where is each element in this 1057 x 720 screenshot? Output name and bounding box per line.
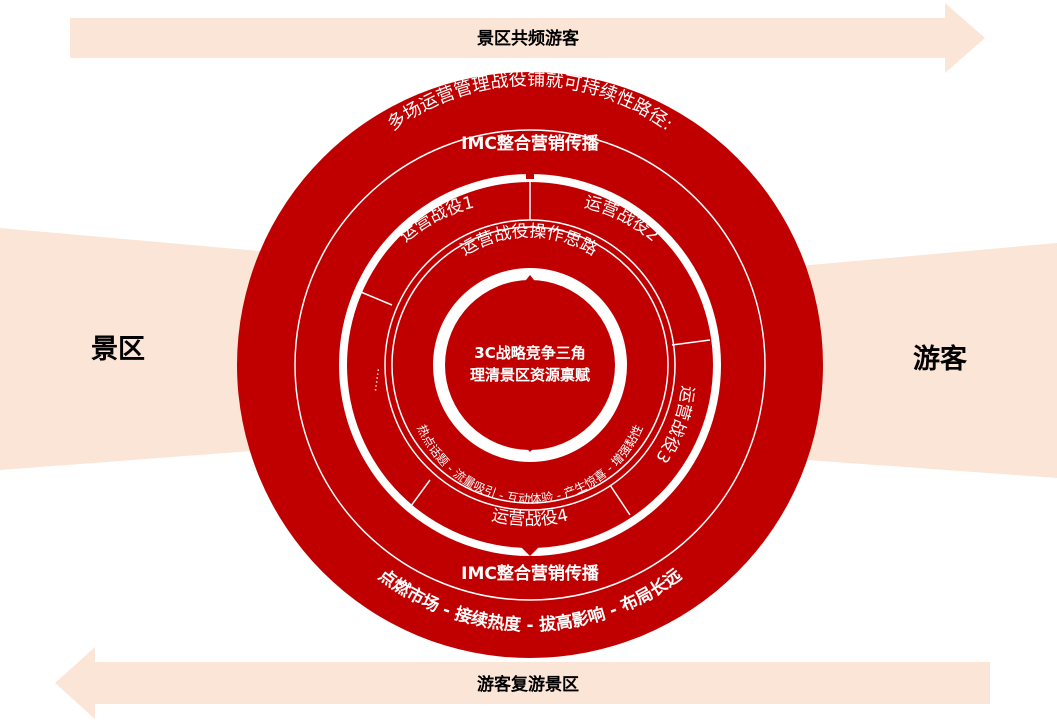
bottom-arrow-shape: [55, 647, 990, 719]
core-line-2: 理清景区资源禀赋: [470, 366, 590, 384]
arrow-down-outer-icon: [517, 536, 543, 556]
arrow-up-outer-icon: [520, 160, 540, 179]
core-disc: [445, 280, 615, 450]
outer-thin-white-line: [294, 129, 766, 601]
left-side-label: 景区: [91, 334, 145, 365]
bottom-arrow-label: 游客复游景区: [477, 674, 579, 695]
top-arrow: 景区共频游客: [70, 3, 985, 73]
battle-ellipsis: ……: [365, 367, 382, 393]
core-line-1: 3C战略竞争三角: [474, 344, 585, 362]
arrow-up-inner-icon: [522, 275, 538, 290]
battle-ring-separators: [355, 182, 711, 516]
arrow-down-inner-icon: [519, 433, 541, 452]
outer-top-imc-label: IMC整合营销传播: [461, 133, 600, 154]
inner-ring-edge: [391, 226, 669, 504]
top-arrow-shape: [70, 3, 985, 73]
top-arrow-label: 景区共频游客: [477, 28, 580, 49]
outer-bottom-imc-label: IMC整合营销传播: [461, 563, 600, 584]
right-side-label: 游客: [913, 343, 968, 375]
bottom-arrow: 游客复游景区: [55, 647, 990, 719]
